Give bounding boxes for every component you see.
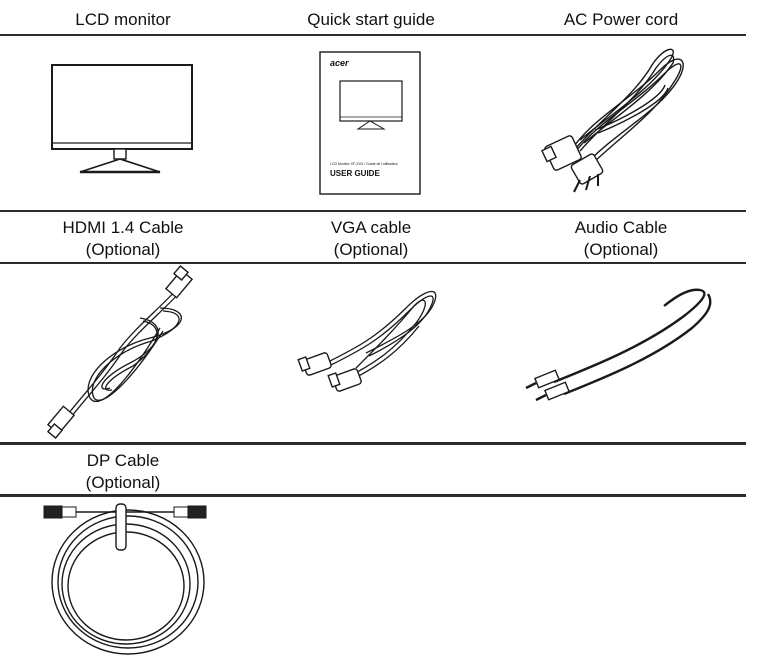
guide-small-text: LCD Monitor XF-XXX / Guide de l'utilisat… <box>330 162 398 166</box>
label-hdmi-cable: HDMI 1.4 Cable (Optional) <box>10 217 236 261</box>
lcd-monitor-illustration <box>50 62 196 178</box>
guide-brand: acer <box>330 58 349 68</box>
dp-cable-optional: (Optional) <box>85 473 161 492</box>
dp-cable-name: DP Cable <box>86 451 160 470</box>
hdmi-cable-name: HDMI 1.4 Cable <box>62 218 184 237</box>
hdmi-cable-illustration <box>40 264 200 440</box>
audio-cable-optional: (Optional) <box>583 240 659 259</box>
quick-start-guide-illustration: acer LCD Monitor XF-XXX / Guide de l'uti… <box>318 50 424 196</box>
vga-cable-optional: (Optional) <box>333 240 409 259</box>
divider-5 <box>0 494 746 497</box>
divider-4 <box>0 442 746 445</box>
label-vga-cable: VGA cable (Optional) <box>246 217 496 261</box>
label-lcd-monitor: LCD monitor <box>75 10 171 29</box>
vga-cable-name: VGA cable <box>330 218 412 237</box>
vga-cable-illustration <box>296 278 446 408</box>
dp-cable-illustration <box>40 500 210 660</box>
label-audio-cable: Audio Cable (Optional) <box>496 217 746 261</box>
divider-2 <box>0 210 746 212</box>
label-dp-cable: DP Cable (Optional) <box>10 450 236 494</box>
audio-cable-name: Audio Cable <box>574 218 668 237</box>
divider-3 <box>0 262 746 264</box>
divider-1 <box>0 34 746 36</box>
hdmi-cable-optional: (Optional) <box>85 240 161 259</box>
audio-cable-illustration <box>524 286 714 410</box>
guide-title: USER GUIDE <box>330 169 380 178</box>
label-quick-start-guide: Quick start guide <box>307 10 435 29</box>
ac-power-cord-illustration <box>540 40 700 200</box>
label-ac-power-cord: AC Power cord <box>563 10 679 29</box>
